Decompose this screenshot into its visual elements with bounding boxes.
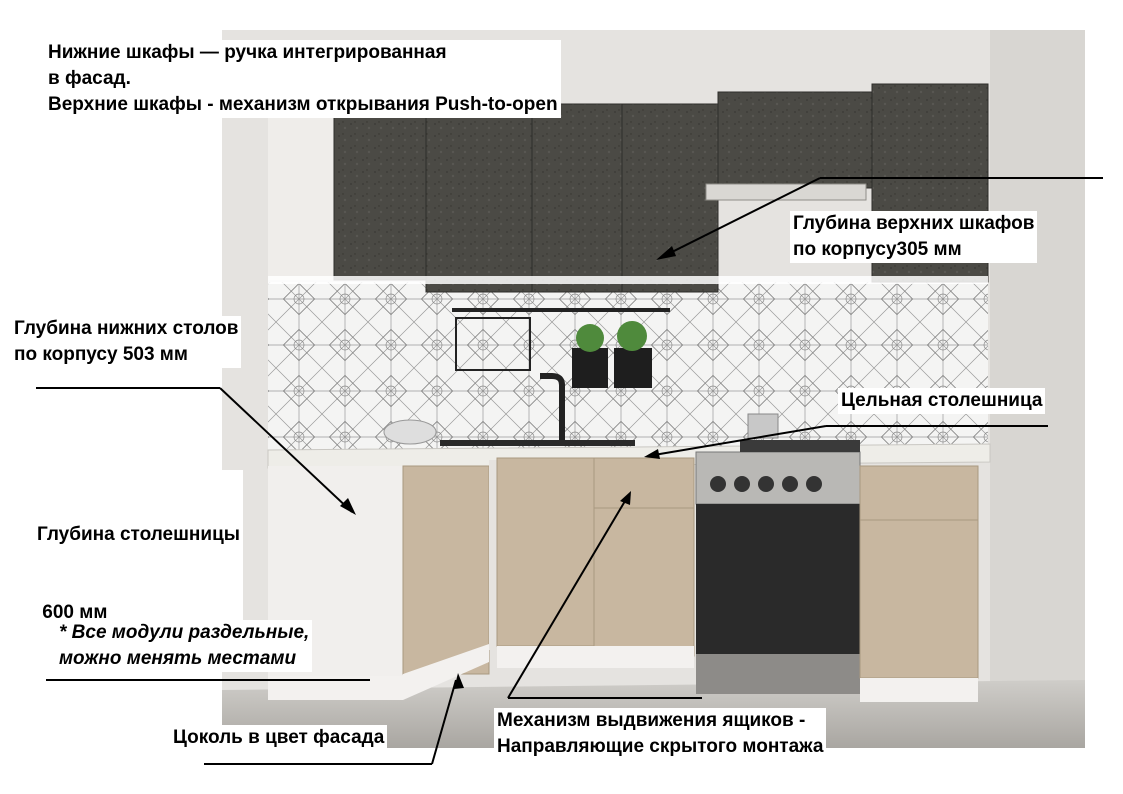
- leader-line-plinth-diagonal: [431, 679, 457, 765]
- label-handles-line3: Верхние шкафы - механизм открывания Push…: [48, 94, 558, 115]
- led-strip: [268, 276, 988, 284]
- label-drawers: Механизм выдвижения ящиков - Направляющи…: [494, 708, 827, 760]
- label-upper-depth-line1: Глубина верхних шкафов: [793, 213, 1035, 234]
- upper-cabinet: [621, 103, 719, 293]
- drawer-front: [593, 457, 695, 509]
- stove-knob: [710, 476, 726, 492]
- label-plinth-line1: Цоколь в цвет фасада: [173, 727, 385, 748]
- stove-knob: [758, 476, 774, 492]
- sink: [440, 440, 635, 446]
- leader-line-lower-depth-diagonal: [219, 387, 353, 513]
- arrowhead: [620, 491, 631, 505]
- label-worktop-depth-line1: Глубина столешницы: [37, 524, 240, 545]
- oven-door: [696, 504, 860, 654]
- label-worktop-line1: Цельная столешница: [841, 390, 1043, 411]
- label-lower-depth-line2: по корпусу 503 мм: [14, 344, 188, 365]
- lower-cabinet-front: [593, 507, 695, 657]
- label-handles-line1: Нижние шкафы — ручка интегрированная: [48, 42, 447, 63]
- upper-end-panel: [268, 100, 334, 280]
- label-handles: Нижние шкафы — ручка интегрированная в ф…: [45, 40, 561, 118]
- label-plinth: Цоколь в цвет фасада: [170, 725, 388, 751]
- lower-cabinet-front: [496, 457, 595, 647]
- label-handles-line2: в фасад.: [48, 68, 131, 89]
- leader-line-worktop: [647, 425, 827, 457]
- faucet: [540, 373, 565, 440]
- label-lower-depth: Глубина нижних столов по корпусу 503 мм: [11, 316, 242, 368]
- arrowhead: [454, 673, 464, 689]
- upper-cabinet-above-hood: [717, 91, 873, 189]
- spice-rack: [455, 317, 531, 371]
- arrowheads: [340, 246, 676, 689]
- label-drawers-line1: Механизм выдвижения ящиков -: [497, 710, 806, 731]
- label-modules-note-line1: * Все модули раздельные,: [59, 622, 310, 643]
- arrowhead: [644, 449, 660, 459]
- range-hood: [705, 183, 867, 201]
- lower-cabinet-front: [859, 519, 979, 679]
- plinth-angle: [403, 644, 489, 700]
- plinth: [860, 678, 978, 702]
- label-worktop: Цельная столешница: [838, 388, 1046, 414]
- stove-base: [696, 654, 860, 694]
- label-upper-depth-line2: по корпусу305 мм: [793, 239, 962, 260]
- label-worktop-depth-line2: 600 мм: [37, 602, 108, 623]
- stove-control-panel: [695, 451, 861, 505]
- stove-knob: [734, 476, 750, 492]
- arrowhead: [340, 498, 356, 515]
- upper-cabinet: [531, 103, 623, 293]
- upper-cabinet: [425, 103, 533, 293]
- label-modules-note-line2: можно менять местами: [59, 648, 297, 669]
- cabinet-side: [489, 460, 497, 650]
- arrowhead: [656, 246, 676, 260]
- label-upper-depth: Глубина верхних шкафов по корпусу305 мм: [790, 211, 1038, 263]
- lower-cabinet-front: [402, 465, 490, 675]
- plinth: [497, 646, 694, 668]
- label-drawers-line2: Направляющие скрытого монтажа: [497, 736, 824, 757]
- bowl: [383, 419, 437, 445]
- upper-cabinet: [333, 103, 427, 281]
- stove-knob: [782, 476, 798, 492]
- leader-line-handles: [659, 177, 821, 259]
- herb-pot: [614, 348, 652, 388]
- stove-knob: [806, 476, 822, 492]
- label-modules-note: * Все модули раздельные, можно менять ме…: [56, 620, 313, 672]
- plinth: [268, 676, 403, 700]
- leader-line-drawers-diagonal: [507, 495, 629, 699]
- herb-plant: [576, 324, 604, 352]
- drawer-front: [859, 465, 979, 521]
- herb-plant: [617, 321, 647, 351]
- label-lower-depth-line1: Глубина нижних столов: [14, 318, 239, 339]
- herb-pot: [572, 348, 608, 388]
- cooktop: [740, 440, 860, 452]
